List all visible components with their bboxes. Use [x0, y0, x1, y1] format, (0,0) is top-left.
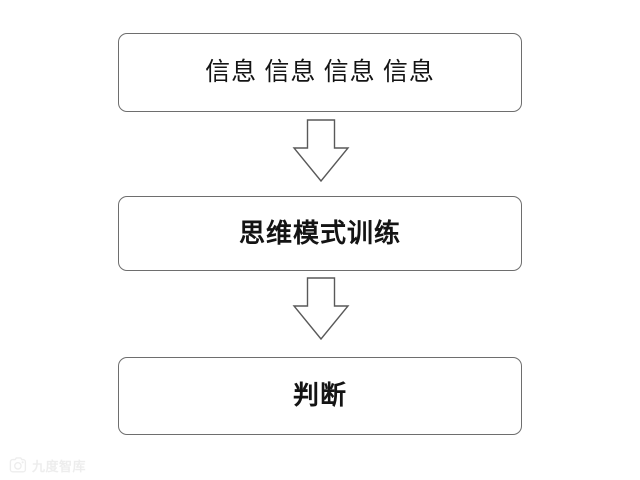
flow-node-judgment-label: 判断	[292, 381, 347, 410]
flow-node-information-label: 信息 信息 信息 信息	[205, 59, 435, 86]
flow-node-training-label: 思维模式训练	[238, 218, 401, 248]
arrow-down-icon-training-to-judgment	[291, 277, 351, 341]
flow-node-information[interactable]: 信息 信息 信息 信息	[118, 33, 522, 112]
flow-node-judgment[interactable]: 判断	[118, 357, 522, 435]
arrow-down-icon-information-to-training	[291, 119, 351, 183]
flow-node-training[interactable]: 思维模式训练	[118, 196, 522, 271]
